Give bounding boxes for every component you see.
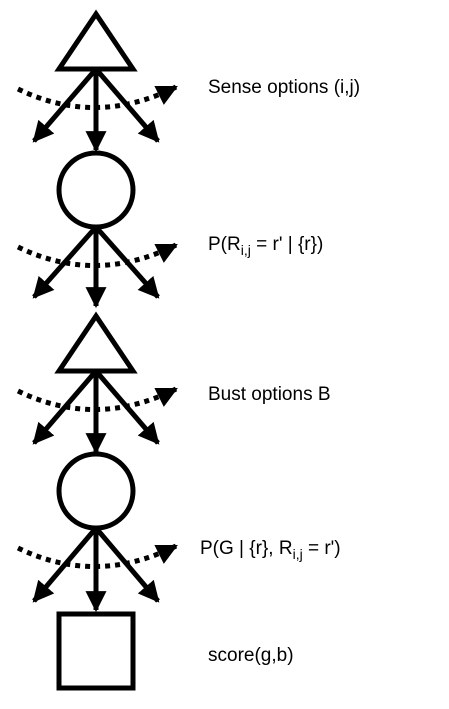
edge-arrows [16, 67, 178, 613]
node-shapes [54, 9, 138, 691]
sense-options-label: Sense options (i,j) [208, 77, 361, 98]
prob-g-label: P(G | {r}, Ri,j = r') [200, 538, 341, 562]
prob-r-prefix: P(R [208, 234, 241, 255]
dotted-arrow [16, 242, 178, 268]
prob-r-suffix: = r' | {r}) [250, 234, 324, 255]
score-label: score(g,b) [208, 645, 294, 666]
dotted-arrow [16, 84, 178, 110]
prob-r-label: P(Ri,j = r' | {r}) [208, 234, 324, 258]
prob-r-subscript: i,j [240, 242, 251, 258]
bust-options-label: Bust options B [208, 384, 331, 405]
arrow-left [32, 225, 98, 299]
prob-g-prefix: P(G | {r}, R [200, 538, 293, 559]
arrow-left [32, 67, 98, 143]
arrow-left [32, 526, 98, 603]
prob-g-suffix: = r') [302, 538, 341, 559]
arrow-left [32, 369, 98, 445]
prob-g-subscript: i,j [292, 546, 303, 562]
triangle-icon [54, 311, 138, 374]
dotted-arrow [16, 543, 178, 569]
square-icon [56, 611, 136, 691]
circle-icon [56, 451, 136, 531]
circle-icon [56, 150, 136, 230]
dotted-arrow [16, 386, 178, 412]
triangle-icon [54, 9, 138, 72]
